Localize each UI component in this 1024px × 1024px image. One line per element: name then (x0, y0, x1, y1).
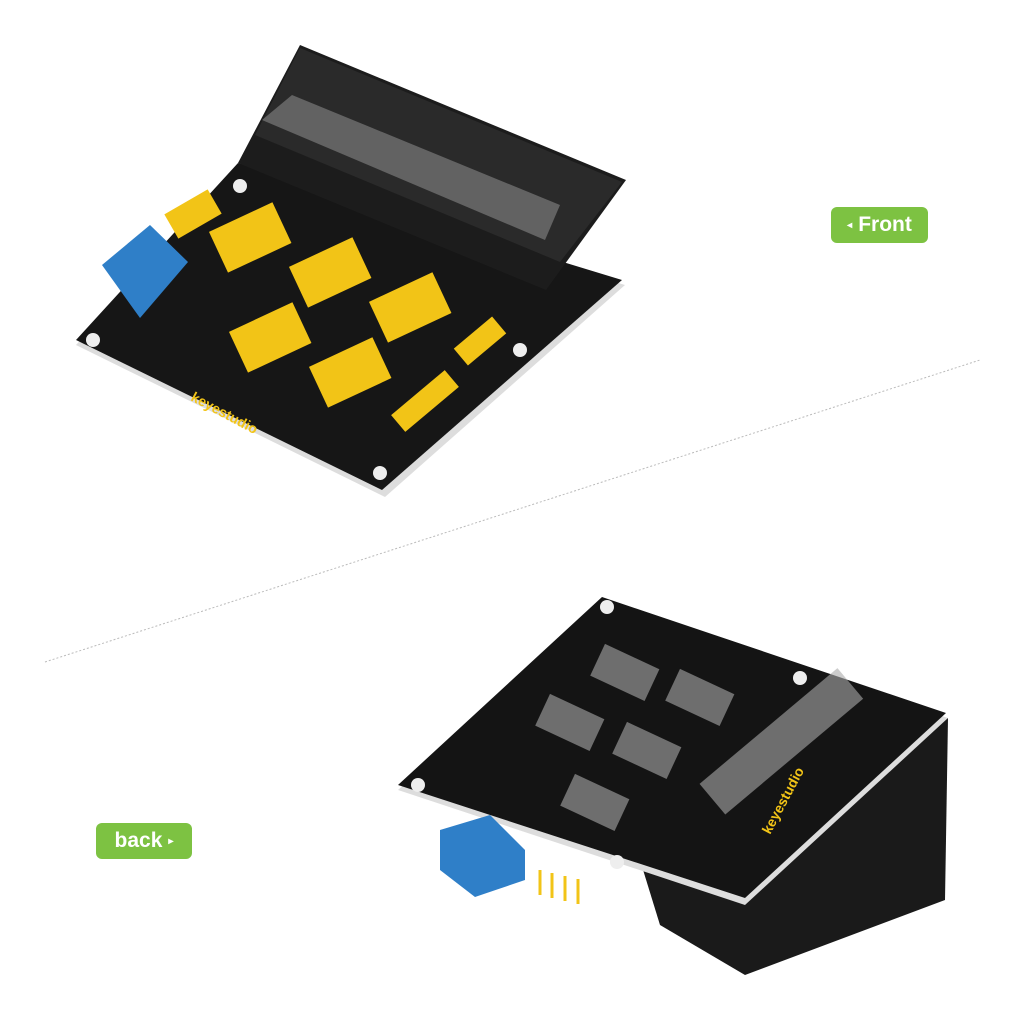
triangle-left-icon: ◂ (847, 219, 853, 231)
terminal-block-back (440, 815, 525, 897)
front-label: ◂ Front (831, 207, 928, 243)
pin-headers (164, 189, 507, 432)
front-label-text: Front (858, 213, 912, 236)
back-board: keyestudio (398, 597, 948, 975)
terminal-block (102, 225, 188, 318)
back-label-text: back (114, 829, 163, 852)
back-label: back ▸ (96, 823, 192, 859)
front-board: keyestudio (76, 45, 626, 497)
triangle-right-icon: ▸ (168, 835, 174, 847)
divider-line (44, 359, 981, 663)
solder-joints (535, 643, 864, 831)
